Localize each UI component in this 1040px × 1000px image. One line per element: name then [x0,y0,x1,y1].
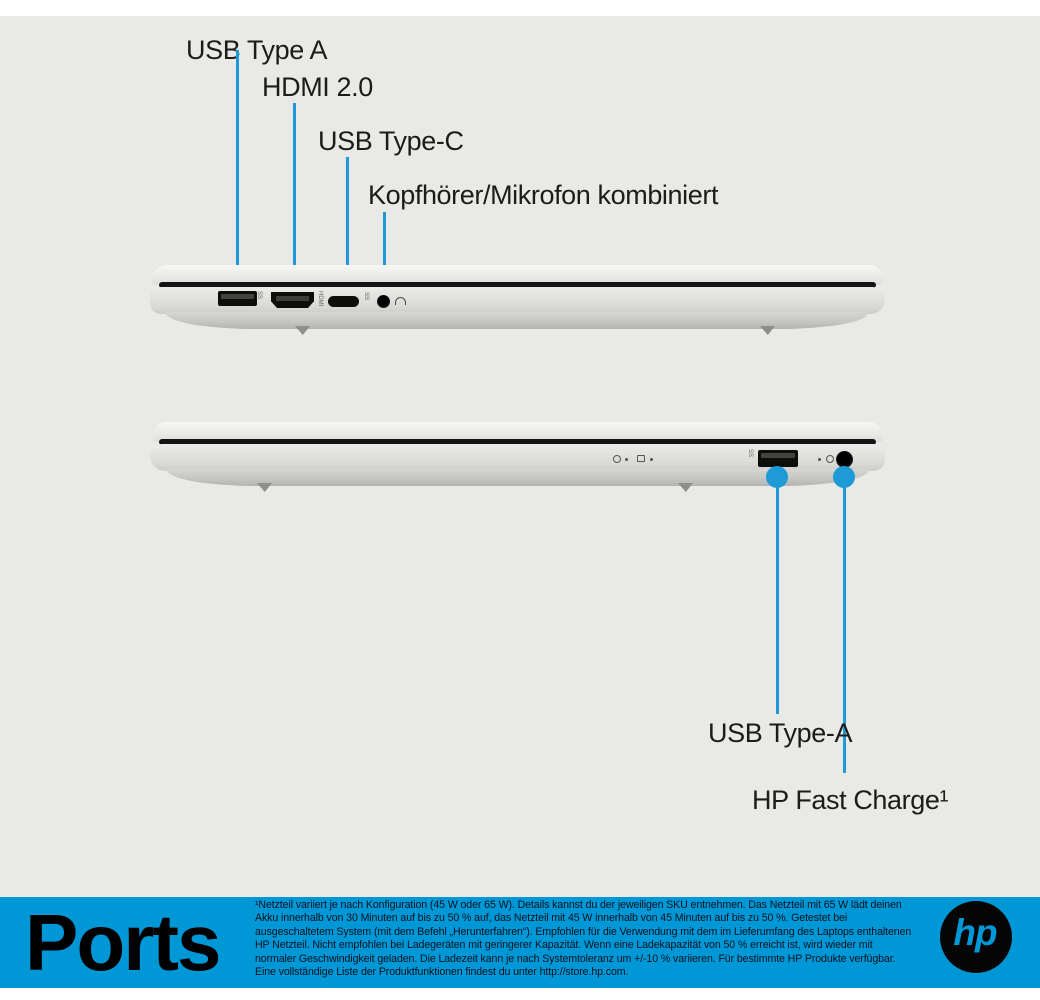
power-led [625,458,628,461]
callout-line-hdmi [293,103,296,290]
callout-line-fast-charge [843,480,846,773]
usb-a-port-right [758,450,798,467]
laptop-underside [167,469,869,486]
product-stage: USB Type A HDMI 2.0 USB Type-C Kopfhörer… [0,16,1040,897]
callout-line-usb-type-c [346,157,349,290]
hdmi-icon: HDMI [317,291,323,307]
drive-indicator-icon [637,455,645,462]
callout-line-usb-type-a [236,50,239,290]
laptop-foot [257,483,272,492]
usb-a-port [218,291,257,306]
laptop-lid-edge [153,422,883,442]
usb-a-tongue [761,453,795,458]
callout-line-headset-jack [383,212,386,290]
laptop-foot [678,483,693,492]
hp-logo: hp [940,901,1012,973]
usb-a-tongue [221,294,254,299]
charging-led [818,458,821,461]
audio-jack-port [377,295,390,308]
callout-label-usb-type-a-right: USB Type-A [708,718,853,748]
laptop-foot [295,326,310,335]
callout-dot-usb-type-a-right [766,466,788,488]
callout-line-usb-type-a-right [776,480,779,714]
hdmi-tongue [276,296,309,301]
power-plug-icon [826,455,834,463]
callout-label-hdmi: HDMI 2.0 [262,72,373,102]
superspeed-usb-icon: SS [256,291,262,300]
callout-label-usb-type-c: USB Type-C [318,126,464,156]
drive-led [650,458,653,461]
superspeed-usb-icon: SS [363,292,369,301]
laptop-hinge-gap [159,439,876,445]
callout-label-usb-type-a: USB Type A [186,35,328,65]
callout-label-headset-jack: Kopfhörer/Mikrofon kombiniert [368,180,719,210]
power-indicator-icon [613,455,621,463]
banner-title: Ports [25,897,221,987]
laptop-right-side-view: SS [150,419,885,509]
laptop-hinge-gap [159,282,876,288]
footer-banner: Ports [0,897,1040,988]
callout-label-fast-charge: HP Fast Charge¹ [752,785,949,815]
superspeed-usb-icon: SS [747,449,753,458]
power-jack-port [836,451,853,468]
headphone-icon [395,297,406,305]
callout-dot-fast-charge [833,466,855,488]
laptop-lid-edge [152,265,883,285]
usb-c-port [328,296,359,307]
hp-logo-text: hp [953,912,997,953]
laptop-underside [166,312,868,329]
banner-footnote: ¹Netzteil variiert je nach Konfiguration… [255,899,912,979]
laptop-left-side-view: SS HDMI SS [150,262,885,336]
hdmi-port [271,292,314,308]
laptop-foot [760,326,775,335]
